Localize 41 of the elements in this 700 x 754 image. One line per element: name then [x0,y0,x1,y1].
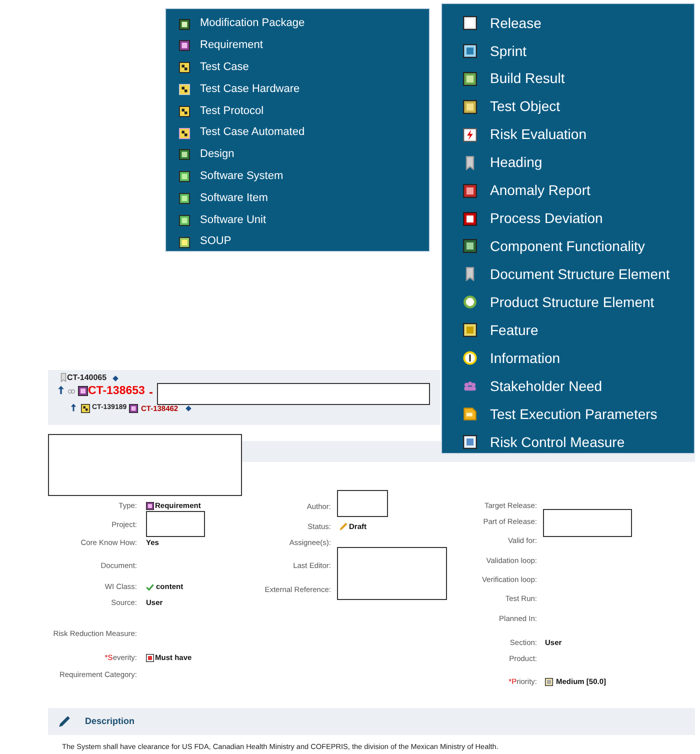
blank-box [337,547,447,600]
menu-item: Sprint [490,42,527,59]
menu-item: Product Structure Element [490,294,654,310]
menu-item: Stakeholder Need [490,378,602,394]
menu-item: Component Functionality [490,238,645,254]
header-bar [48,370,440,425]
menu-item: Software System [200,170,284,182]
menu-item: Release [490,14,542,31]
menu-item: Requirement [200,39,263,52]
dropdown-menu [441,3,695,454]
section-title: Description [85,716,135,726]
item-id: CT-140065 [67,373,107,382]
blank-box [543,509,632,537]
separator-text: - [149,385,153,399]
menu-item: Feature [490,322,538,338]
blank-box [157,383,430,405]
menu-item: SOUP [200,235,232,248]
menu-item: Build Result [490,70,565,86]
menu-item: Test Case [200,61,249,73]
section-header [48,708,695,735]
menu-item: Process Deviation [490,210,603,226]
menu-item: Test Object [490,98,560,114]
blank-box [146,511,205,537]
menu-item: Risk Evaluation [490,126,586,142]
menu-item: Information [490,350,560,366]
menu-item: Test Execution Parameters [490,406,658,422]
menu-item: Modification Package [200,17,305,30]
menu-item: Design [200,148,234,160]
menu-item: Software Unit [200,214,266,226]
menu-item: Risk Control Measure [490,434,625,450]
menu-item: Anomaly Report [490,182,590,198]
item-id: CT-138653 [88,385,145,397]
menu-item: Document Structure Element [490,266,670,282]
menu-item: Test Case Automated [200,126,305,138]
menu-item: Software Item [200,192,268,204]
blank-box [48,434,242,496]
dropdown-menu [165,8,430,252]
menu-item: Test Case Hardware [200,82,300,95]
menu-item: Test Protocol [200,104,264,117]
blank-box [337,490,388,517]
menu-item: Heading [490,154,542,170]
